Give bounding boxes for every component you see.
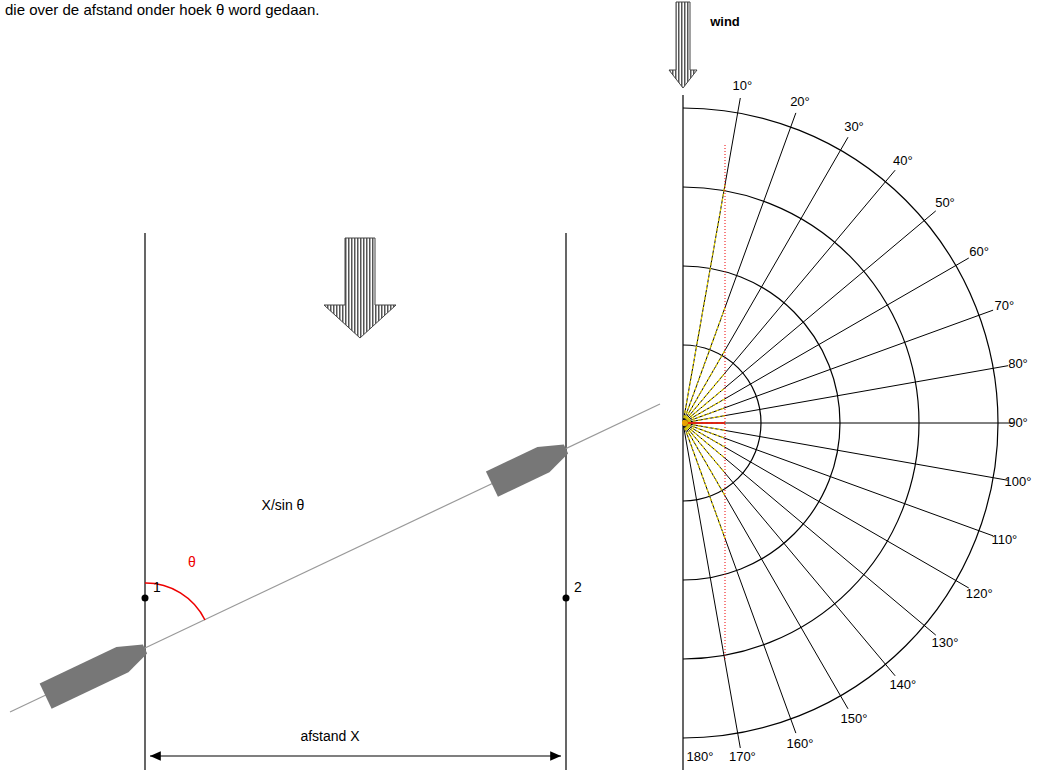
polar-circles xyxy=(683,108,998,738)
track-line xyxy=(565,233,566,770)
angle-label: 90° xyxy=(1008,416,1028,430)
angle-label: 100° xyxy=(1005,475,1032,489)
wind-arrow xyxy=(669,2,697,88)
curve-line xyxy=(683,423,725,447)
spoke xyxy=(683,423,969,588)
angle-label: 50° xyxy=(935,196,955,210)
curve-line xyxy=(683,416,725,423)
dimension-label: afstand X xyxy=(300,729,359,744)
angle-label: 10° xyxy=(733,79,753,93)
callout-number: 1 xyxy=(153,580,161,595)
curve-line xyxy=(683,408,725,423)
track-line xyxy=(144,233,145,770)
curve-line xyxy=(683,423,725,458)
spoke xyxy=(683,137,848,423)
spoke xyxy=(683,423,895,676)
curve-line xyxy=(683,423,725,473)
angle-label: 60° xyxy=(969,245,989,259)
angle-label: 140° xyxy=(889,678,916,692)
angle-label: 120° xyxy=(966,587,993,601)
curve-line xyxy=(683,388,725,423)
curve-line xyxy=(683,373,725,423)
angle-label: 110° xyxy=(991,533,1017,547)
spoke xyxy=(683,423,740,748)
angle-symbol: θ xyxy=(188,555,196,570)
spoke xyxy=(683,98,740,423)
wind-arrow xyxy=(324,238,396,338)
reference-line xyxy=(683,422,725,424)
angle-label: 70° xyxy=(995,299,1015,313)
center-dot xyxy=(682,420,688,426)
polar-grid xyxy=(683,98,1013,748)
curve-line xyxy=(683,350,725,423)
curve-line xyxy=(683,185,725,423)
angle-label: 30° xyxy=(844,120,864,134)
spoke xyxy=(683,423,936,635)
angle-label: 150° xyxy=(841,712,868,726)
course-line xyxy=(10,404,660,712)
spoke xyxy=(683,423,796,733)
spoke xyxy=(683,423,1013,424)
axis xyxy=(682,95,683,770)
curve-line xyxy=(683,308,725,423)
polar-curve xyxy=(683,185,725,539)
angle-label: 130° xyxy=(932,636,959,650)
curve-line xyxy=(683,423,725,438)
angle-label: 40° xyxy=(893,154,913,168)
angle-label: 80° xyxy=(1008,356,1028,370)
angle-label: 20° xyxy=(790,94,810,108)
spoke xyxy=(683,366,1008,423)
dimension-arrow xyxy=(150,755,561,756)
angle-label: 180° xyxy=(687,750,714,764)
spoke xyxy=(683,113,796,423)
curve-line xyxy=(683,399,725,423)
angle-label: 160° xyxy=(787,737,814,751)
boat xyxy=(486,436,572,496)
angle-label: 170° xyxy=(729,750,756,764)
curve-line xyxy=(683,423,725,496)
reference-line xyxy=(725,145,726,660)
point xyxy=(563,595,570,602)
wind-label: wind xyxy=(710,15,740,29)
note-text: die over de afstand onder hoek θ word ge… xyxy=(5,2,319,19)
spoke xyxy=(683,310,993,423)
point xyxy=(142,595,149,602)
spoke xyxy=(683,170,895,423)
callout-number: 2 xyxy=(574,580,582,595)
curve-line xyxy=(683,422,725,423)
spoke xyxy=(683,211,936,423)
boat xyxy=(40,636,151,708)
distance-label: X/sin θ xyxy=(262,498,305,513)
spoke xyxy=(683,423,993,536)
curve-line xyxy=(683,423,725,538)
